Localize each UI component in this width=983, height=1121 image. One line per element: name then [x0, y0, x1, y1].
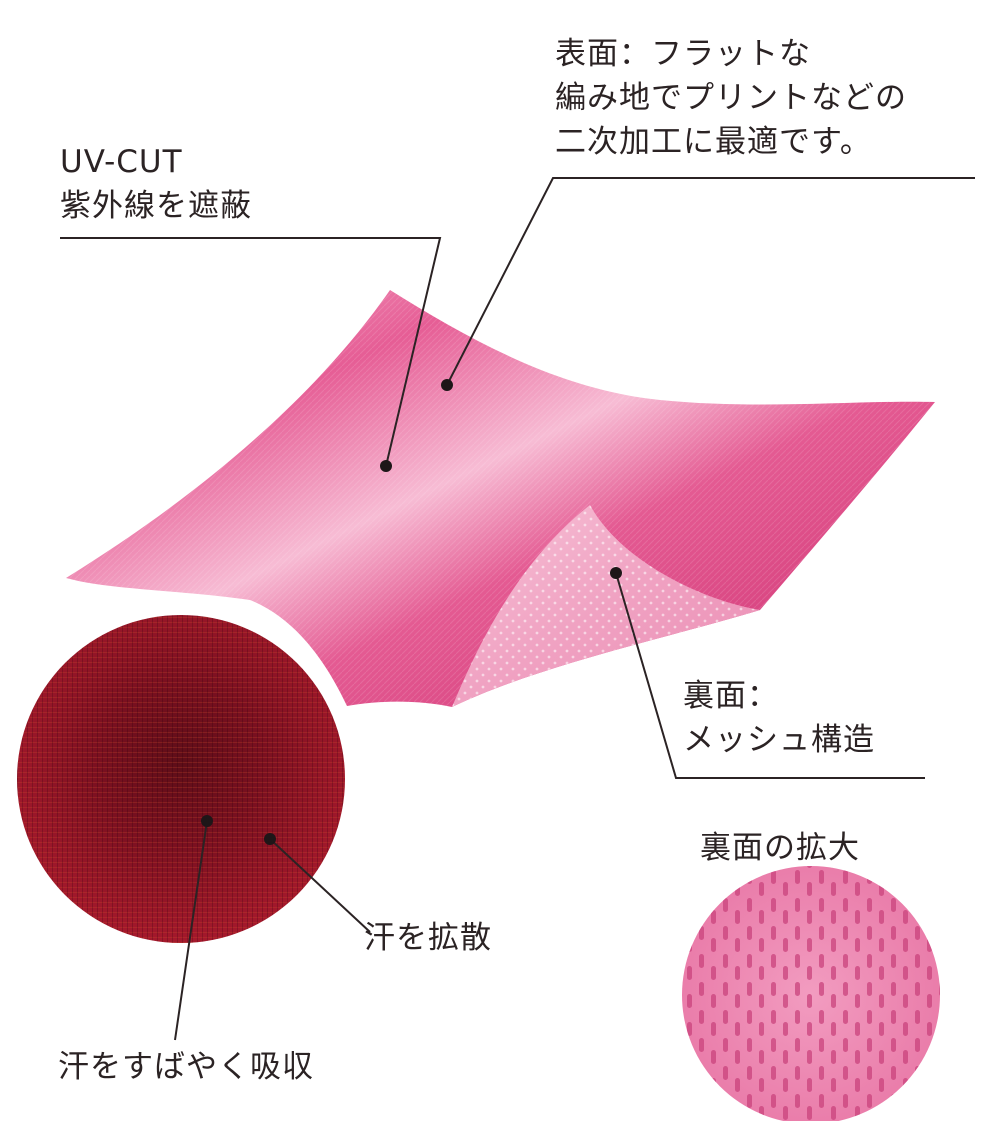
dot-back — [610, 567, 622, 579]
uv-cut-title: UV-CUT — [60, 140, 252, 184]
mesh-zoom — [682, 866, 942, 1121]
leader-surface — [447, 178, 975, 385]
uv-cut-label: UV-CUT 紫外線を遮蔽 — [60, 140, 252, 228]
sweat-spread-label: 汗を拡散 — [364, 916, 492, 960]
sweat-absorb-label: 汗をすばやく吸収 — [58, 1045, 314, 1089]
dot-absorb — [201, 815, 213, 827]
surface-label: 表面：フラットな 編み地でプリントなどの 二次加工に最適です。 — [555, 32, 907, 164]
surface-line-1: 表面：フラットな — [555, 32, 907, 76]
uv-cut-desc: 紫外線を遮蔽 — [60, 184, 252, 228]
wet-fabric-zoom — [17, 615, 347, 945]
surface-line-2: 編み地でプリントなどの — [555, 76, 907, 120]
back-label: 裏面： メッシュ構造 — [683, 674, 875, 762]
back-line-2: メッシュ構造 — [683, 718, 875, 762]
back-magnified-label: 裏面の拡大 — [700, 826, 860, 870]
dot-spread — [264, 833, 276, 845]
back-line-1: 裏面： — [683, 674, 875, 718]
surface-line-3: 二次加工に最適です。 — [555, 120, 907, 164]
dot-uvcut — [380, 460, 392, 472]
dot-surface — [441, 379, 453, 391]
